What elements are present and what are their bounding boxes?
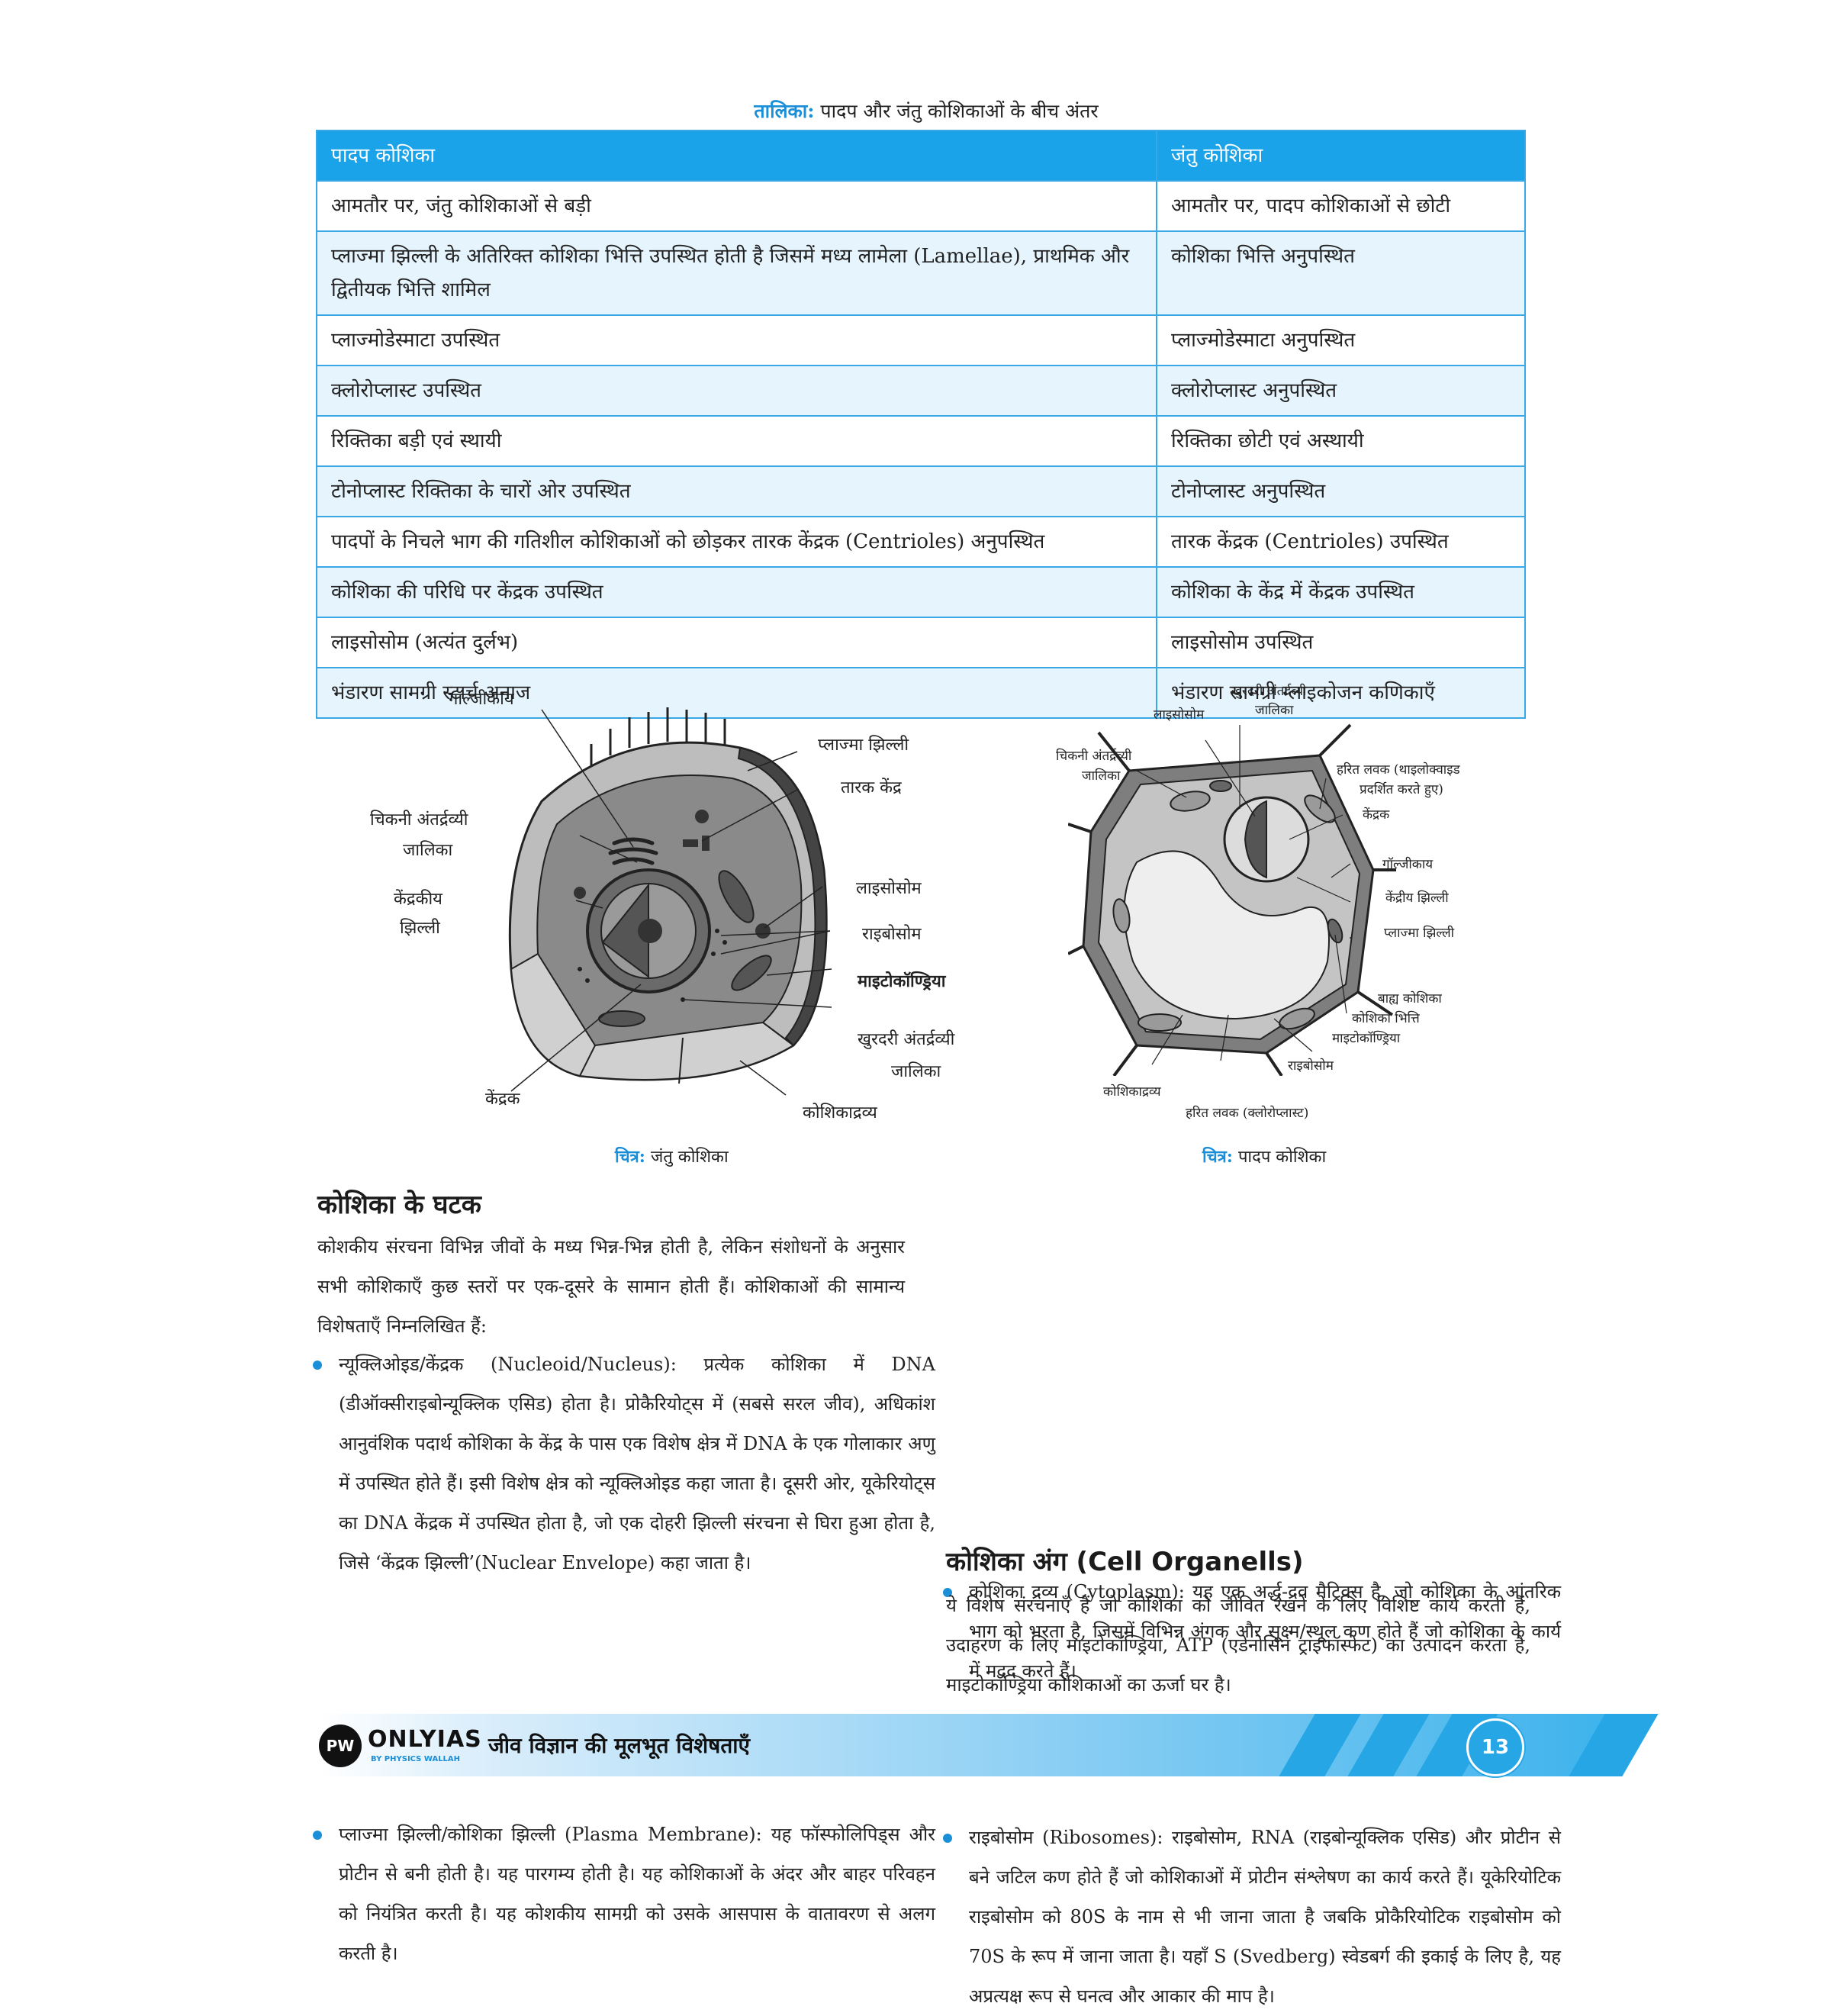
table-row: रिक्तिका बड़ी एवं स्थायीरिक्तिका छोटी एव… [316, 415, 1526, 467]
plant-label-outer-1: बाह्य कोशिका [1378, 991, 1442, 1006]
plant-label-rer-2: जालिका [1255, 703, 1294, 718]
table-row: टोनोप्लास्ट रिक्तिका के चारों ओर उपस्थित… [316, 465, 1526, 517]
table-cell: रिक्तिका बड़ी एवं स्थायी [316, 415, 1157, 467]
animal-figure-caption: चित्र: जंतु कोशिका [615, 1145, 729, 1167]
animal-label-lysosome: लाइसोसोम [856, 879, 922, 898]
plant-cell-diagram [1068, 723, 1396, 1076]
animal-label-nm-1: केंद्रकीय [394, 890, 442, 909]
bullet-cytoplasm-text: कोशिका द्रव्य (Cytoplasm): यह एक अर्द्ध-… [969, 1581, 1561, 1682]
intro-paragraph: कोशकीय संरचना विभिन्न जीवों के मध्य भिन्… [317, 1236, 905, 1337]
table-row: लाइसोसोम (अत्यंत दुर्लभ)लाइसोसोम उपस्थित [316, 617, 1526, 668]
table-cell: लाइसोसोम उपस्थित [1156, 617, 1526, 668]
animal-label-ser-1: चिकनी अंतर्द्रव्यी [370, 810, 468, 829]
comparison-table: पादप कोशिका जंतु कोशिका आमतौर पर, जंतु क… [316, 130, 1526, 719]
table-cell: टोनोप्लास्ट अनुपस्थित [1156, 465, 1526, 517]
brand-name: ONLYIAS [368, 1726, 482, 1753]
animal-caption-label: चित्र: [615, 1147, 645, 1167]
bullet-cytoplasm: कोशिका द्रव्य (Cytoplasm): यह एक अर्द्ध-… [938, 1572, 1561, 1691]
animal-label-mito: माइटोकॉण्ड्रिया [858, 971, 946, 991]
table-cell: प्लाज्मोडेस्माटा उपस्थित [316, 314, 1157, 366]
table-row: आमतौर पर, जंतु कोशिकाओं से बड़ीआमतौर पर,… [316, 180, 1526, 232]
bullet-nucleus-text: न्यूक्लिओइड/केंद्रक (Nucleoid/Nucleus): … [339, 1354, 935, 1573]
plant-label-ser-1: चिकनी अंतर्द्रव्यी [1056, 749, 1132, 764]
table-cell: कोशिका के केंद्र में केंद्रक उपस्थित [1156, 566, 1526, 618]
table-cell: कोशिका की परिधि पर केंद्रक उपस्थित [316, 566, 1157, 618]
plant-label-nm: केंद्रीय झिल्ली [1385, 890, 1449, 906]
table-cell: तारक केंद्रक (Centrioles) उपस्थित [1156, 516, 1526, 568]
plant-label-plasma: प्लाज्मा झिल्ली [1384, 926, 1455, 941]
bullet-nucleus: न्यूक्लिओइड/केंद्रक (Nucleoid/Nucleus): … [308, 1345, 935, 1583]
plant-label-rer-1: खुरदरी अंतर्द्रव्यी [1231, 684, 1307, 699]
brand-subtitle: BY PHYSICS WALLAH [371, 1755, 461, 1763]
bullet-plasma-text: प्लाज्मा झिल्ली/कोशिका झिल्ली (Plasma Me… [339, 1824, 935, 1964]
table-cell: प्लाज्मा झिल्ली के अतिरिक्त कोशिका भित्त… [316, 230, 1157, 316]
animal-label-nucleus: केंद्रक [485, 1090, 520, 1109]
plant-figure-caption: चित्र: पादप कोशिका [1202, 1145, 1326, 1167]
table-caption-label: तालिका: [754, 100, 815, 122]
table-cell: टोनोप्लास्ट रिक्तिका के चारों ओर उपस्थित [316, 465, 1157, 517]
animal-label-plasma: प्लाज्मा झिल्ली [818, 736, 909, 755]
plant-caption-label: चित्र: [1202, 1147, 1233, 1167]
table-caption-text: पादप और जंतु कोशिकाओं के बीच अंतर [820, 100, 1099, 122]
plant-caption-text: पादप कोशिका [1237, 1148, 1327, 1167]
table-header-animal: जंतु कोशिका [1156, 130, 1526, 182]
table-cell: आमतौर पर, पादप कोशिकाओं से छोटी [1156, 180, 1526, 232]
plant-label-cyto: कोशिकाद्रव्य [1103, 1084, 1161, 1100]
plant-label-golgi: गॉल्जीकाय [1382, 857, 1434, 872]
bullet-ribosomes: राइबोसोम (Ribosomes): राइबोसोम, RNA (राइ… [938, 1818, 1561, 2016]
table-caption: तालिका: पादप और जंतु कोशिकाओं के बीच अंत… [316, 98, 1537, 124]
table-cell: कोशिका भित्ति अनुपस्थित [1156, 230, 1526, 316]
plant-label-lysosome: लाइसोसोम [1154, 707, 1205, 723]
table-cell: रिक्तिका छोटी एवं अस्थायी [1156, 415, 1526, 467]
pw-logo-icon: PW [319, 1725, 362, 1767]
organelles-paragraph: ये विशेष संरचनाएँ हैं जो कोशिका को जीवित… [946, 1595, 1530, 1696]
plant-label-chloro-2: प्रदर्शित करते हुए) [1360, 782, 1443, 797]
animal-label-cyto: कोशिकाद्रव्य [803, 1103, 877, 1122]
plant-label-ser-2: जालिका [1082, 768, 1121, 784]
plant-label-chloroplast: हरित लवक (क्लोरोप्लास्ट) [1186, 1106, 1309, 1121]
plant-label-mito: माइटोकॉण्ड्रिया [1332, 1031, 1401, 1046]
animal-label-ribosome: राइबोसोम [862, 925, 922, 944]
bullet-dot [313, 1361, 322, 1370]
animal-label-rer-1: खुरदरी अंतर्द्रव्यी [858, 1030, 955, 1049]
animal-label-nm-2: झिल्ली [400, 919, 440, 938]
bullet-dot [313, 1831, 322, 1840]
animal-cell-diagram [508, 707, 832, 1096]
page-number-badge: 13 [1466, 1718, 1524, 1776]
section-heading-components: कोशिका के घटक [317, 1190, 481, 1220]
plant-label-chloro-1: हरित लवक (थाइलोक्वाइड [1337, 762, 1460, 778]
table-cell: प्लाज्मोडेस्माटा अनुपस्थित [1156, 314, 1526, 366]
bullet-plasma-membrane: प्लाज्मा झिल्ली/कोशिका झिल्ली (Plasma Me… [308, 1815, 935, 1973]
table-cell: भंडारण सामग्री स्टार्च अनाज [316, 667, 1157, 719]
table-cell: लाइसोसोम (अत्यंत दुर्लभ) [316, 617, 1157, 668]
table-cell: क्लोरोप्लास्ट अनुपस्थित [1156, 365, 1526, 417]
table-cell: आमतौर पर, जंतु कोशिकाओं से बड़ी [316, 180, 1157, 232]
animal-label-ser-2: जालिका [403, 841, 453, 860]
pw-logo-letters: PW [326, 1737, 355, 1755]
table-cell: भंडारण सामग्री ग्लाइकोजन कणिकाएँ [1156, 667, 1526, 719]
animal-label-rer-2: जालिका [891, 1062, 941, 1081]
plant-label-outer-2: कोशिका भित्ति [1352, 1011, 1420, 1026]
animal-caption-text: जंतु कोशिका [650, 1148, 729, 1167]
table-cell: क्लोरोप्लास्ट उपस्थित [316, 365, 1157, 417]
page-number: 13 [1481, 1736, 1510, 1759]
chapter-title: जीव विज्ञान की मूलभूत विशेषताएँ [488, 1733, 751, 1758]
bullet-ribosomes-text: राइबोसोम (Ribosomes): राइबोसोम, RNA (राइ… [969, 1827, 1561, 2007]
bullet-dot [943, 1588, 952, 1597]
animal-label-golgi: गॉल्जीकाय [449, 690, 514, 709]
animal-label-centriole: तारक केंद्र [841, 778, 902, 797]
plant-label-ribosome: राइबोसोम [1288, 1058, 1334, 1074]
table-header-row: पादप कोशिका जंतु कोशिका [316, 130, 1526, 182]
plant-label-nucleus: केंद्रक [1363, 807, 1390, 823]
table-row: पादपों के निचले भाग की गतिशील कोशिकाओं क… [316, 516, 1526, 568]
table-row: प्लाज्मा झिल्ली के अतिरिक्त कोशिका भित्त… [316, 230, 1526, 316]
table-cell: पादपों के निचले भाग की गतिशील कोशिकाओं क… [316, 516, 1157, 568]
bullet-dot [943, 1834, 952, 1843]
section-heading-organelles: कोशिका अंग (Cell Organells) [946, 1547, 1304, 1577]
table-header-plant: पादप कोशिका [316, 130, 1157, 182]
